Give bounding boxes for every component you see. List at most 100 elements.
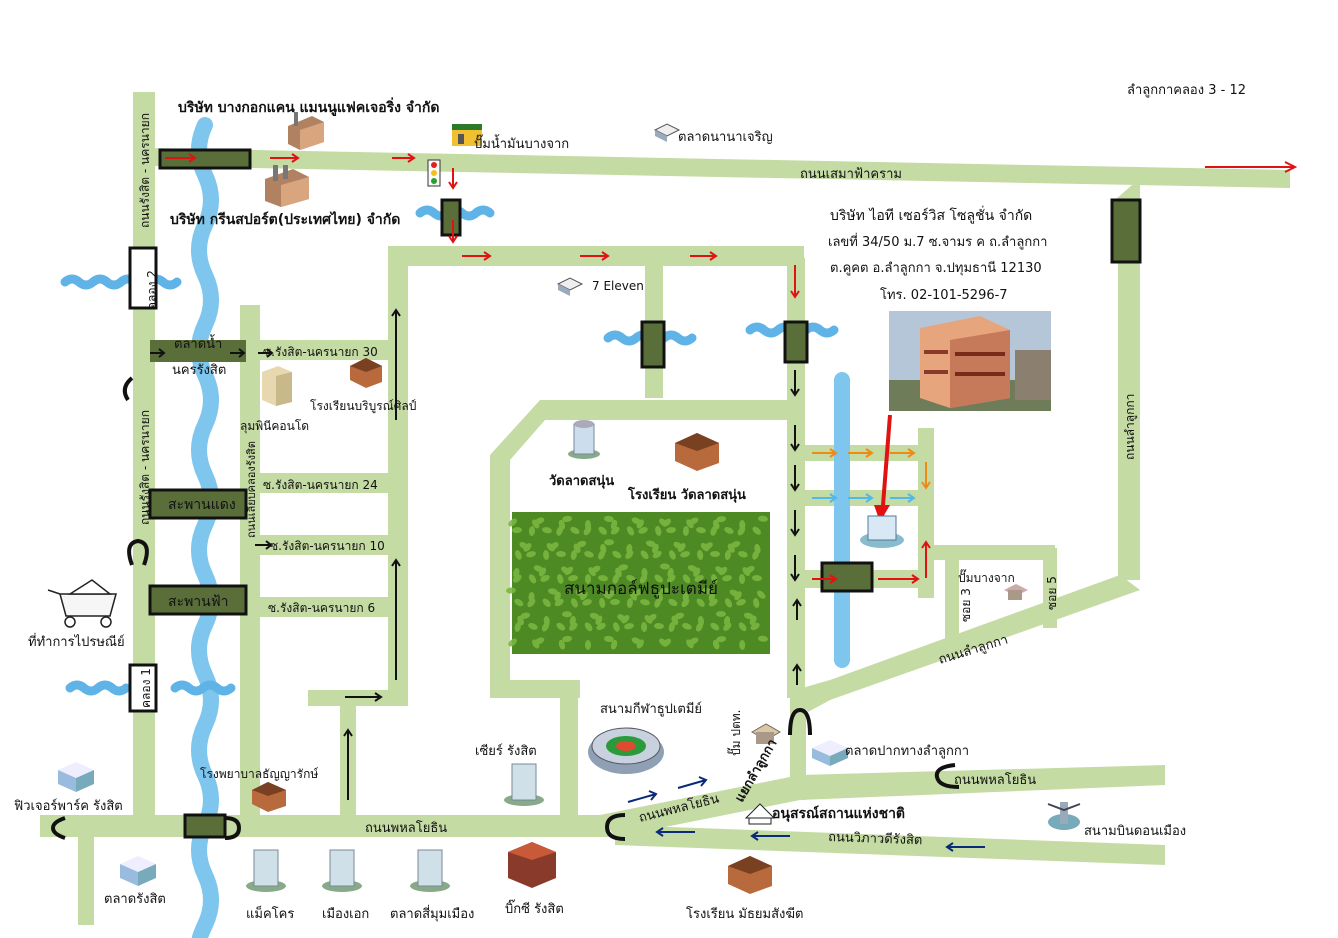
- golf-leaf: [520, 612, 531, 619]
- road-lam-luk-ka-vertical: [1115, 178, 1140, 580]
- label-talad-si-mum: ตลาดสี่มุมเมือง: [390, 905, 474, 922]
- golf-leaf: [626, 526, 635, 536]
- icons-layer: [47, 112, 1081, 894]
- golf-leaf: [716, 611, 726, 617]
- bridge-7eleven: [640, 320, 666, 369]
- golf-leaf: [689, 637, 699, 645]
- labels: ลำลูกกาคลอง 3 - 12 บริษัท ไอที เซอร์วิส …: [14, 83, 1246, 922]
- road-soi30: [255, 340, 390, 360]
- golf-leaf: [647, 614, 657, 622]
- label-mueang-ek: เมืองเอก: [322, 906, 369, 922]
- golf-leaf: [654, 598, 661, 608]
- golf-leaf: [703, 542, 713, 550]
- golf-leaf: [696, 598, 705, 607]
- golf-leaf: [606, 590, 615, 599]
- golf-leaf: [584, 622, 593, 632]
- label-soi24: ซ.รังสิต-นครนายก 24: [263, 478, 378, 492]
- school-icon: [728, 856, 772, 894]
- label-soi10: ซ.รังสิต-นครนายก 10: [270, 539, 385, 553]
- golf-leaf: [612, 550, 622, 559]
- label-makro: แม็คโคร: [246, 904, 294, 922]
- company-address1: เลขที่ 34/50 ม.7 ซ.จามร ค ถ.ลำลูกกา: [828, 233, 1047, 250]
- store-icon: [58, 762, 94, 792]
- building-icon: [410, 849, 450, 892]
- golf-leaf: [668, 622, 675, 632]
- golf-leaf: [757, 635, 768, 642]
- golf-leaf: [526, 551, 536, 558]
- office-photo: [889, 311, 1051, 411]
- label-market-pak-thang: ตลาดปากทางลำลูกกา: [845, 744, 969, 759]
- golf-leaf: [508, 518, 517, 527]
- golf-leaf: [674, 612, 685, 620]
- golf-leaf: [645, 540, 656, 547]
- road-phahon-yothin-diagonal: [600, 765, 1165, 837]
- store-icon: [653, 123, 681, 142]
- golf-leaf: [737, 526, 746, 536]
- road-lam-luk-ka-diagonal: [795, 575, 1140, 712]
- golf-leaf: [652, 550, 662, 559]
- golf-leaf: [580, 591, 588, 601]
- building-icon: [860, 515, 904, 548]
- golf-course: สนามกอล์ฟธูปะเตมีย์: [506, 512, 770, 654]
- label-road-liap-khlong: ถนนเลียบคลองรังสิต: [245, 441, 258, 538]
- label-zeer: เซียร์ รังสิต: [475, 743, 537, 759]
- golf-leaf: [668, 598, 678, 607]
- golf-leaf: [752, 550, 760, 560]
- golf-leaf: [570, 526, 580, 535]
- golf-leaf: [660, 587, 671, 594]
- gas-station-icon: [452, 124, 482, 146]
- stadium-icon: [588, 727, 664, 774]
- golf-leaf: [736, 599, 746, 606]
- uturn-4: [224, 816, 242, 840]
- golf-leaf: [724, 550, 731, 560]
- golf-leaf: [610, 599, 620, 606]
- uturn-2: [127, 538, 149, 566]
- label-lumpini: ลุมพินีคอนโด: [240, 419, 309, 434]
- golf-leaf: [534, 517, 545, 525]
- golf-leaf: [562, 635, 573, 643]
- road-golf-bottom: [490, 680, 580, 698]
- label-stadium: สนามกีฬาธูปเตมีย์: [600, 701, 702, 717]
- golf-leaf: [654, 623, 664, 630]
- golf-leaf: [752, 575, 762, 582]
- golf-leaf: [508, 638, 517, 647]
- label-post-office: ที่ทำการไปรษณีย์: [28, 633, 125, 650]
- label-road-rangsit-nakhon-nayok: ถนนรังสิต - นครนายก: [138, 113, 152, 228]
- mail-cart-icon: [47, 579, 117, 628]
- monument-icon: [744, 803, 776, 825]
- golf-leaf: [739, 639, 746, 650]
- golf-leaf: [596, 622, 606, 631]
- golf-leaf: [514, 598, 524, 607]
- airport-icon: [1047, 802, 1081, 830]
- label-soi30: ซ.รังสิต-นครนายก 30: [263, 345, 378, 359]
- road-soi24: [255, 473, 390, 493]
- label-gas-bangchak-top: ปั๊มน้ำมันบางจาก: [474, 134, 569, 152]
- uturn-3: [50, 816, 66, 840]
- golf-leaf: [749, 615, 757, 626]
- golf-leaf: [618, 564, 629, 571]
- golf-leaf: [540, 574, 550, 582]
- golf-leaf: [641, 622, 648, 632]
- label-monument: อนุสรณ์สถานแห่งชาติ: [772, 805, 905, 822]
- golf-leaf: [716, 636, 727, 643]
- golf-leaf: [639, 574, 648, 584]
- label-talad-rangsit: ตลาดรังสิต: [104, 892, 166, 907]
- store-icon: [508, 842, 556, 888]
- golf-leaf: [696, 527, 706, 534]
- golf-leaf: [694, 574, 704, 582]
- bridge-saphan-fa: [148, 584, 248, 616]
- pointer-arrow-head: [874, 505, 890, 522]
- golf-leaf: [682, 574, 691, 584]
- label-market-na-charoen: ตลาดนานาเจริญ: [678, 130, 773, 145]
- building-icon: [568, 420, 600, 459]
- golf-leaf: [570, 598, 578, 608]
- golf-leaf: [710, 551, 720, 557]
- golf-leaf: [603, 635, 614, 643]
- golf-leaf: [515, 550, 522, 560]
- label-khlong2: คลอง 2: [145, 270, 159, 310]
- road-golf-top: [490, 400, 800, 460]
- company-address2: ต.คูคต อ.ลำลูกกา จ.ปทุมธานี 12130: [830, 260, 1042, 276]
- golf-leaf: [752, 526, 761, 535]
- bridge-company: [820, 561, 874, 593]
